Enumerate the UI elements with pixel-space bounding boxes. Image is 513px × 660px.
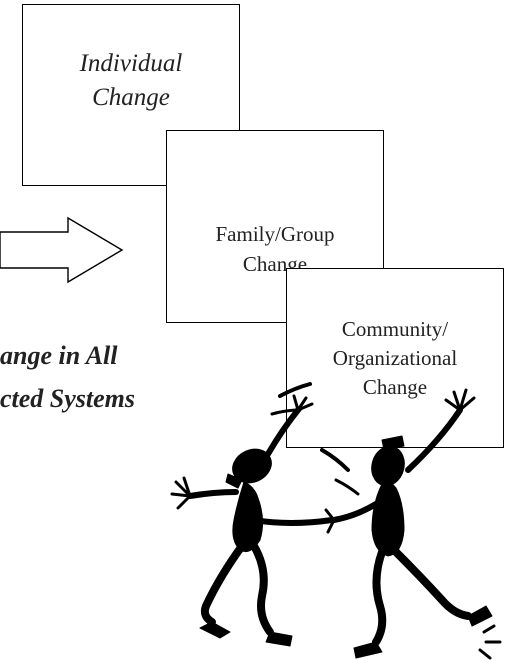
individual-change-line-2: Change: [92, 84, 170, 111]
community-change-line-3: Change: [362, 375, 428, 399]
individual-change-box: Individual Change: [22, 4, 240, 186]
caption-line-1: ange in All: [0, 341, 118, 370]
community-change-line-2: Organizational: [332, 346, 458, 370]
family-group-change-line-1: Family/Group: [215, 222, 335, 246]
community-change-line-1: Community/: [341, 317, 449, 341]
individual-change-line-1: Individual: [79, 50, 183, 77]
dancing-figures-icon: [170, 382, 502, 660]
caption-line-2: cted Systems: [0, 384, 136, 413]
right-arrow-icon: [0, 216, 124, 284]
